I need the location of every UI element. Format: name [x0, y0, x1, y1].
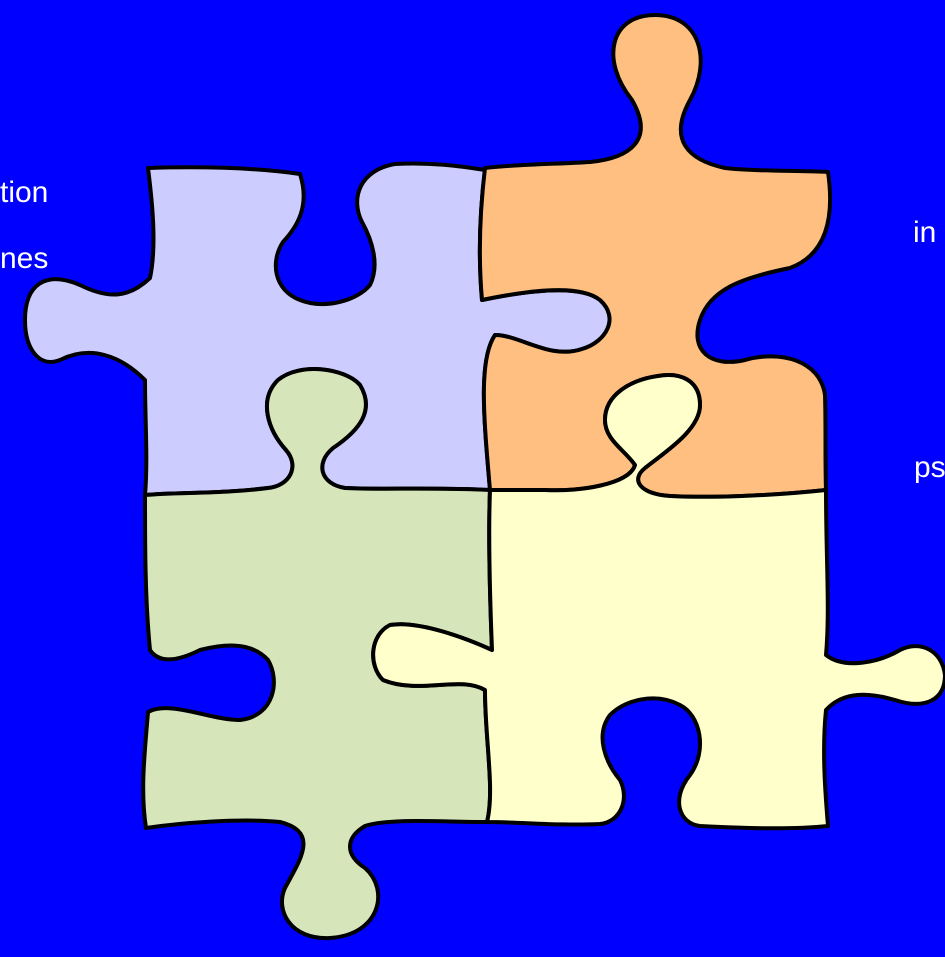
left-label-line-1: tion	[0, 176, 49, 209]
puzzle-piece-bottom-right	[371, 373, 945, 831]
right-label-line-1: in	[913, 216, 937, 249]
right-label-line-2: ps	[914, 451, 945, 484]
left-label-line-2: nes	[0, 242, 49, 275]
